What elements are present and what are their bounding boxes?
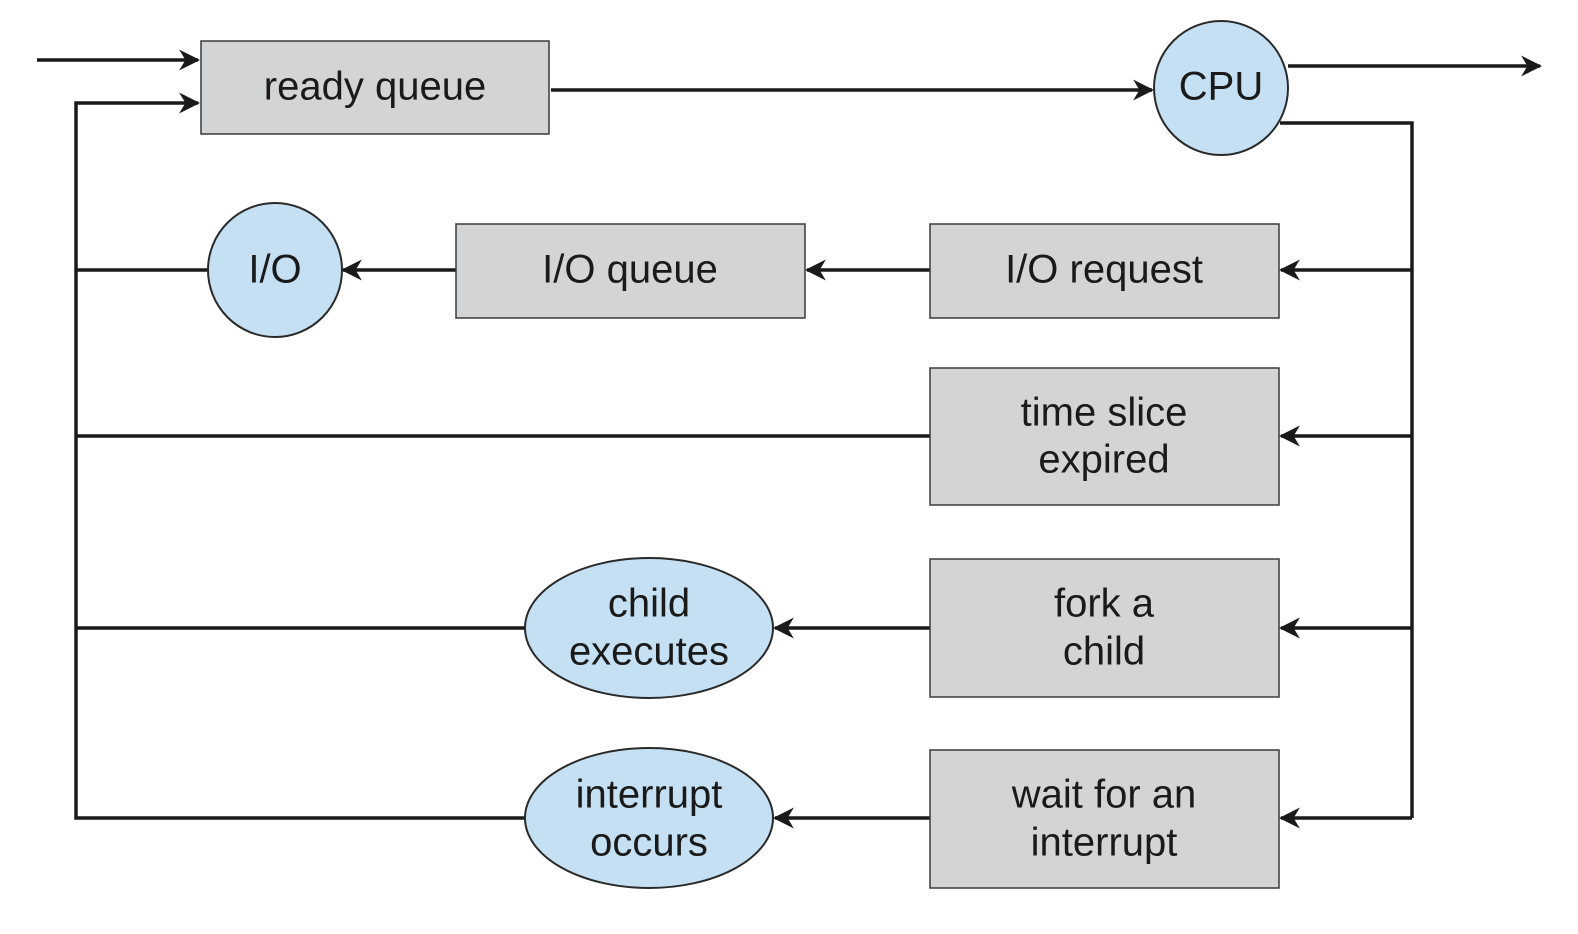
edge-return-to-ready-queue (74, 92, 525, 820)
interrupt-occurs-label-line-2: occurs (590, 821, 708, 865)
fork-label-line-2: child (1063, 630, 1145, 674)
cpu-label: CPU (1179, 65, 1263, 109)
child-executes-label-line-1: child (608, 582, 690, 626)
connectors (37, 49, 1543, 829)
time-slice-label-line-2: expired (1038, 438, 1169, 482)
node-wait-for-interrupt: wait for an interrupt (929, 749, 1280, 889)
node-ready-queue: ready queue (200, 40, 550, 135)
io-label: I/O (248, 248, 301, 292)
fork-label-line-1: fork a (1054, 582, 1155, 626)
wait-interrupt-label-line-2: interrupt (1031, 821, 1178, 865)
node-interrupt-occurs: interrupt occurs (524, 747, 774, 889)
node-io-request: I/O request (929, 223, 1280, 319)
node-fork-a-child: fork a child (929, 558, 1280, 698)
node-cpu: CPU (1153, 20, 1289, 156)
io-request-label: I/O request (1005, 248, 1203, 292)
node-io-queue: I/O queue (455, 223, 806, 319)
node-time-slice-expired: time slice expired (929, 367, 1280, 506)
io-queue-label: I/O queue (542, 248, 718, 292)
ready-queue-label: ready queue (264, 65, 486, 109)
child-executes-label-line-2: executes (569, 630, 729, 674)
edge-cpu-to-bus (1280, 121, 1414, 818)
wait-interrupt-label-line-1: wait for an (1011, 773, 1197, 817)
node-io: I/O (207, 202, 343, 338)
node-child-executes: child executes (524, 557, 774, 699)
interrupt-occurs-label-line-1: interrupt (576, 773, 723, 817)
time-slice-label-line-1: time slice (1021, 391, 1188, 435)
